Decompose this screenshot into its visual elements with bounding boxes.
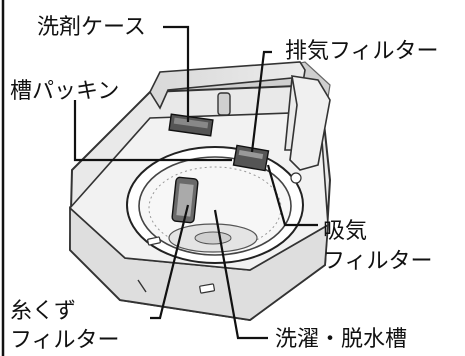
label-intake-filter-line1: 吸気 — [323, 219, 367, 244]
detergent-case-part — [168, 113, 214, 137]
label-drain-filter: 排気フィルター — [285, 39, 439, 64]
leader-wash-spin-tub — [213, 209, 268, 340]
lint-filter-part — [171, 176, 199, 224]
label-lint-filter-line2: フィルター — [10, 328, 120, 353]
leader-intake-filter — [266, 164, 318, 227]
label-lint-filter-line1: 糸くず — [10, 299, 76, 324]
label-detergent-case: 洗剤ケース — [37, 15, 146, 40]
leader-drain-filter — [250, 50, 272, 153]
leader-tub-packing — [73, 100, 232, 162]
label-tub-packing: 槽パッキン — [10, 79, 119, 104]
leader-lint-filter — [150, 204, 190, 320]
label-wash-spin-tub: 洗濯・脱水槽 — [275, 327, 407, 352]
labels: 洗剤ケース 排気フィルター 槽パッキン 吸気 フィルター 糸くず フィルター 洗… — [10, 15, 439, 353]
label-intake-filter-line2: フィルター — [323, 249, 433, 274]
leader-lines — [73, 25, 318, 340]
leader-detergent-case — [163, 25, 190, 122]
